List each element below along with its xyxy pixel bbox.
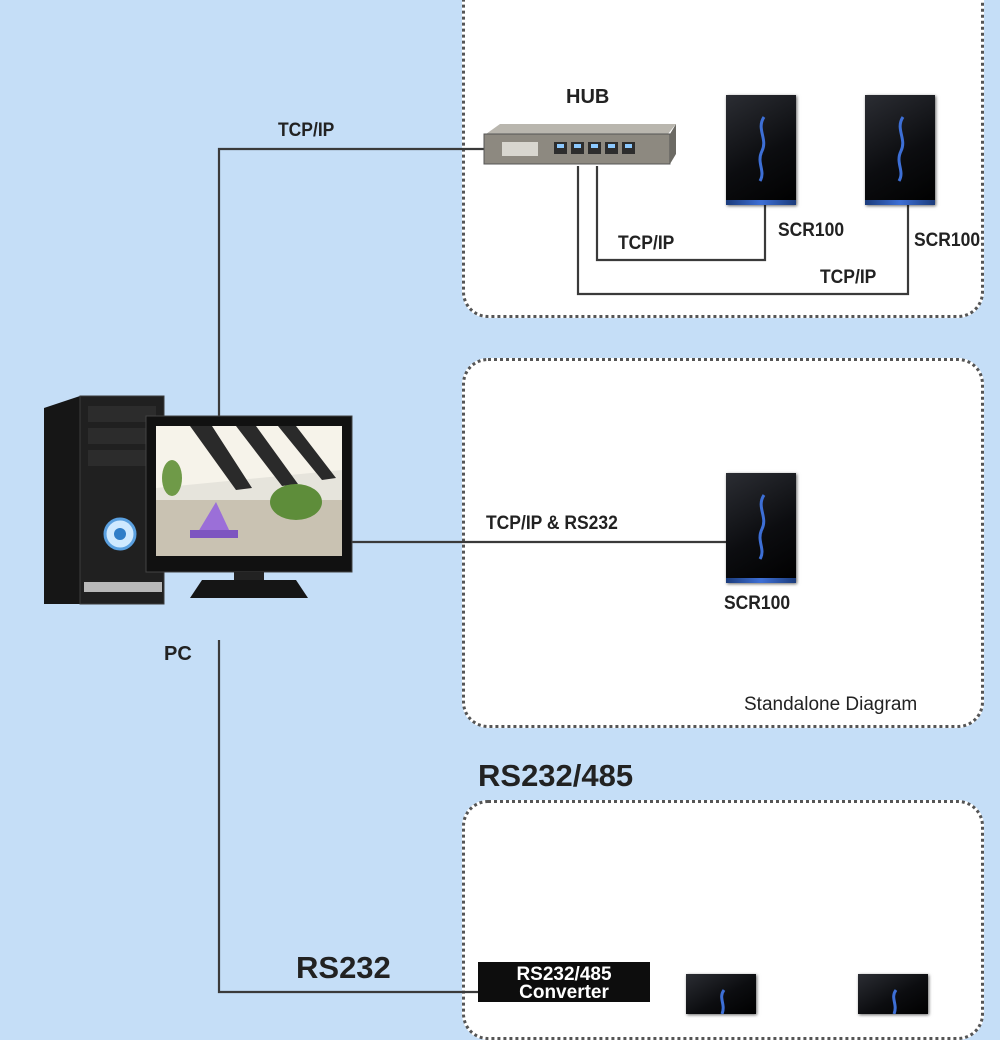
scr100-reader-rs485-1 xyxy=(686,974,756,1014)
hub-to-reader2-wire xyxy=(576,166,910,296)
standalone-reader-label: SCR100 xyxy=(724,593,791,614)
pc-label: PC xyxy=(164,643,192,665)
scr100-reader-2 xyxy=(865,95,935,205)
reader-wave-icon xyxy=(720,989,726,1014)
reader-base xyxy=(726,578,796,583)
rs232-link-label: RS232 xyxy=(296,950,391,985)
scr100-reader-standalone xyxy=(726,473,796,583)
link1-tcpip-label: TCP/IP xyxy=(618,233,675,254)
uplink-tcpip-label: TCP/IP xyxy=(278,120,335,141)
reader-wave-icon xyxy=(897,116,905,182)
hub-label: HUB xyxy=(566,86,610,108)
standalone-link-label: TCP/IP & RS232 xyxy=(486,513,618,534)
pc-icon xyxy=(44,395,353,605)
scr100-reader-rs485-2 xyxy=(858,974,928,1014)
scr100-reader-1 xyxy=(726,95,796,205)
converter-label-line1: RS232/485 xyxy=(516,964,612,985)
network-hub xyxy=(480,122,678,166)
reader-base xyxy=(726,200,796,205)
reader-wave-icon xyxy=(758,494,766,560)
reader-base xyxy=(865,200,935,205)
standalone-caption: Standalone Diagram xyxy=(744,694,918,715)
link2-tcpip-label: TCP/IP xyxy=(820,267,877,288)
hub-icon xyxy=(483,124,676,165)
rs232-485-converter: RS232/485 Converter xyxy=(478,962,650,1002)
rs485-section-heading: RS232/485 xyxy=(478,758,634,793)
reader1-label: SCR100 xyxy=(778,220,845,241)
pc-to-hub-wire xyxy=(217,147,484,418)
pc-to-converter-wire xyxy=(217,640,478,994)
converter-label-line2: Converter xyxy=(519,982,609,1002)
reader2-label: SCR100 xyxy=(914,230,981,251)
reader-wave-icon xyxy=(758,116,766,182)
connection-wires xyxy=(217,147,910,994)
reader-wave-icon xyxy=(892,989,898,1014)
pc-computer xyxy=(40,392,360,612)
hub-to-reader1-wire xyxy=(595,166,767,262)
